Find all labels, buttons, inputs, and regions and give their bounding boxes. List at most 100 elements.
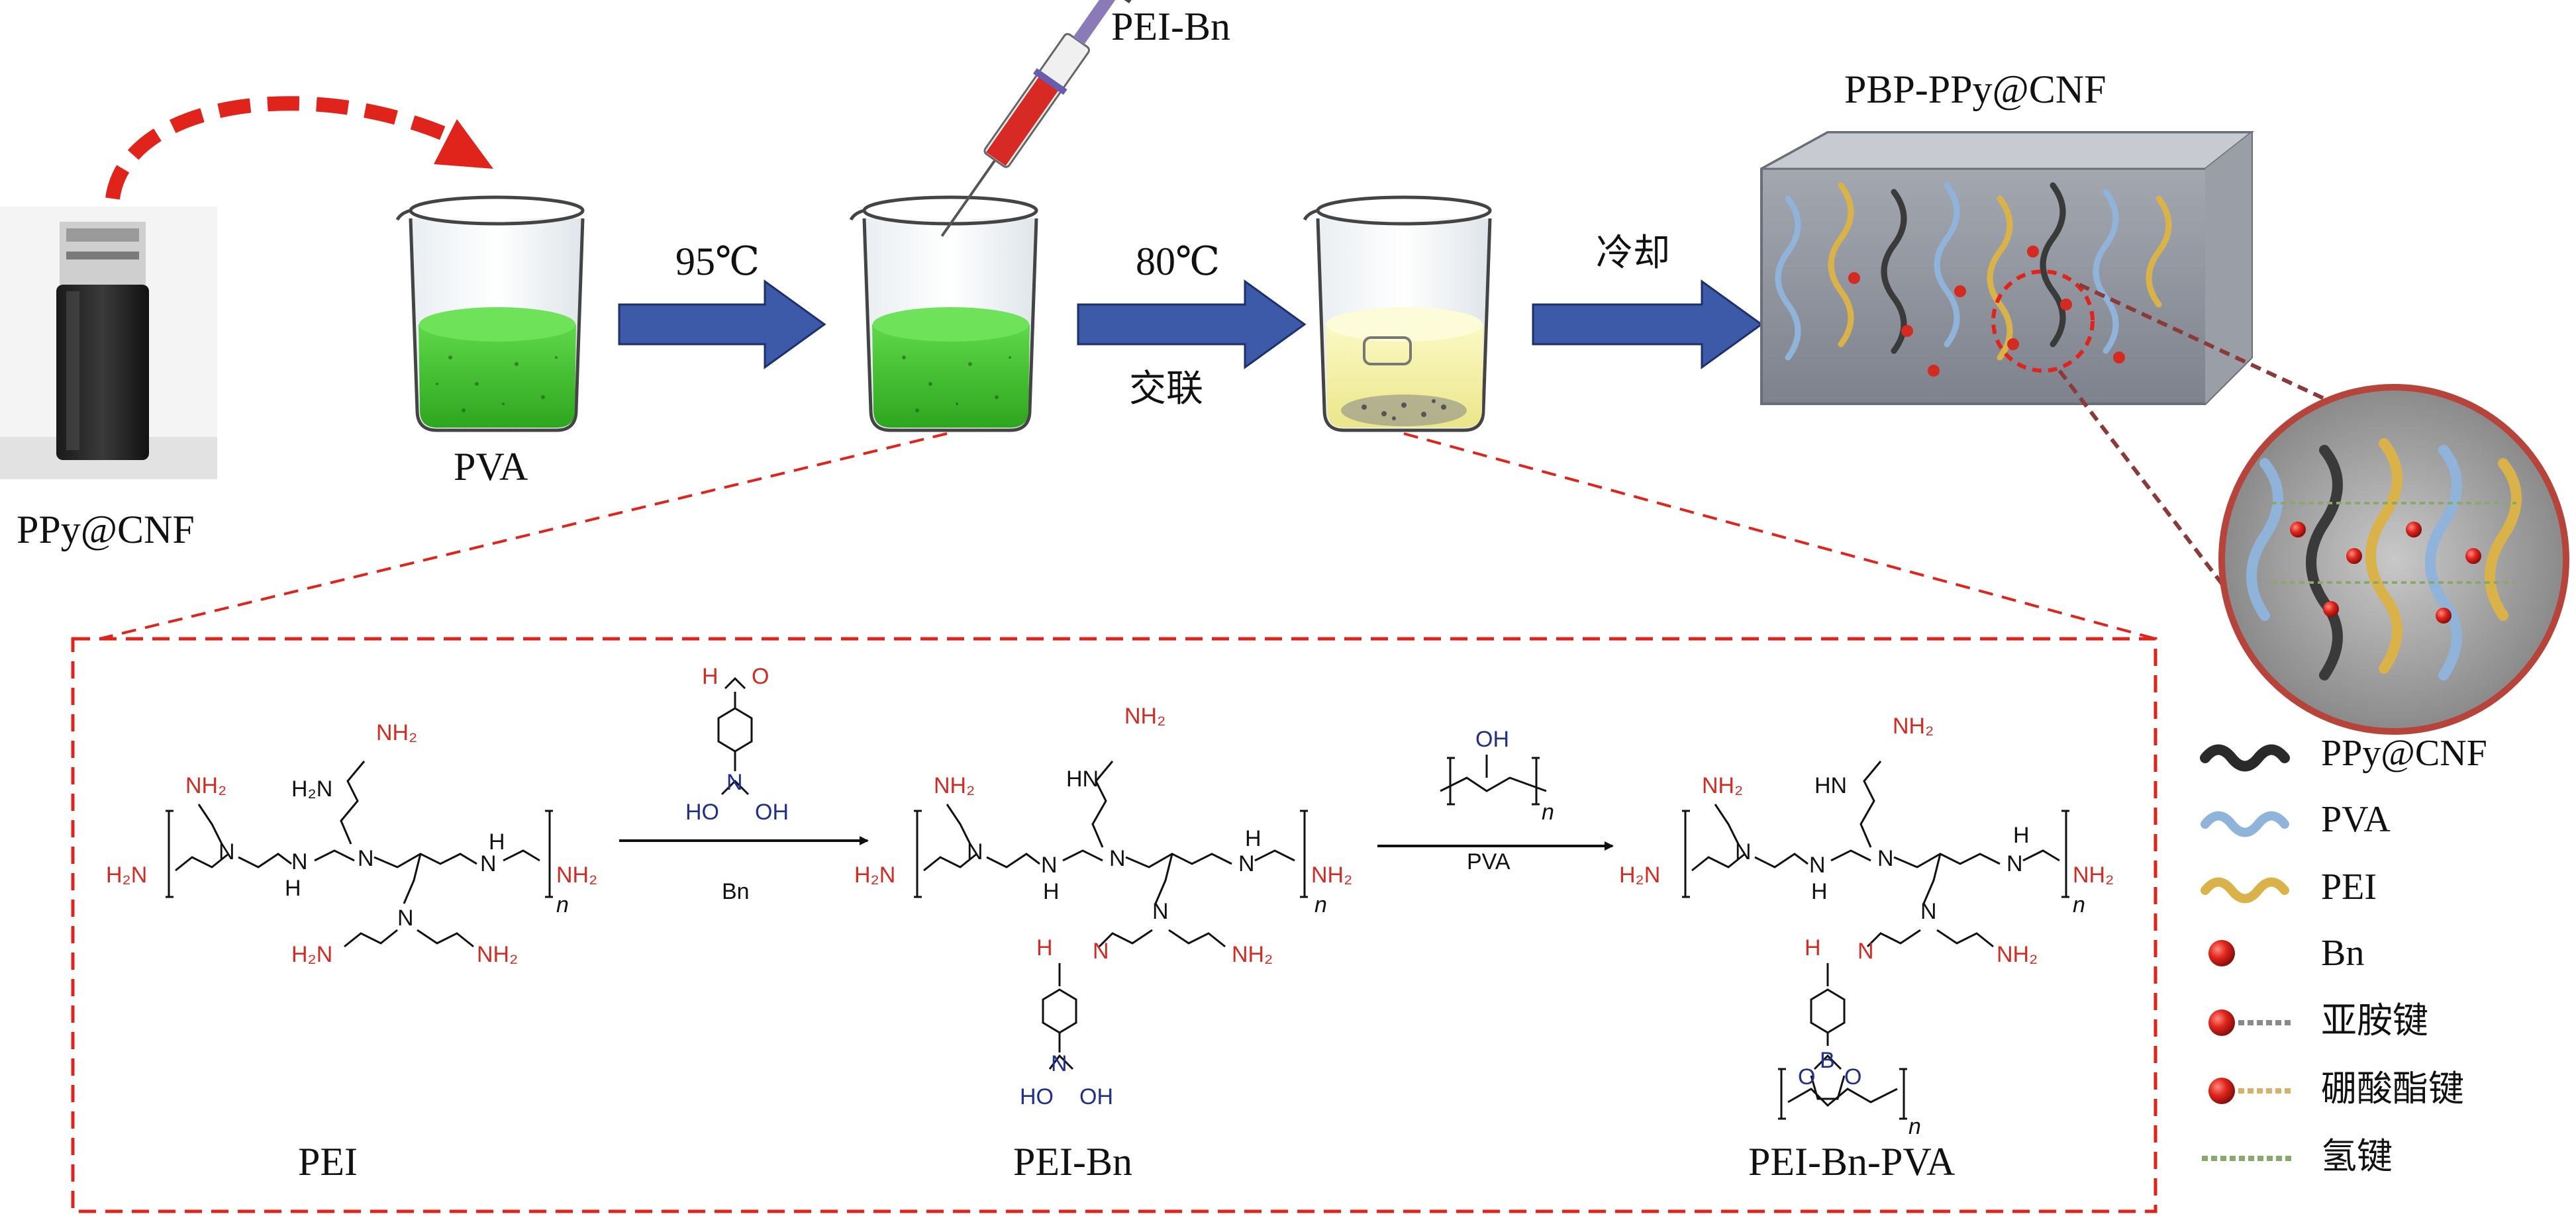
beaker-mix: [849, 195, 1038, 432]
peibn-ho: HO: [1020, 1084, 1054, 1109]
pbp-hn: HN: [1814, 773, 1848, 798]
pbp-n-1: N: [1735, 839, 1752, 865]
bn-ho: HO: [685, 800, 719, 825]
temp-95-label: 95℃: [675, 240, 760, 283]
legend-bn: Bn: [2321, 933, 2365, 974]
pbp-subscript-n: n: [2073, 892, 2085, 917]
bn-oh: OH: [755, 800, 789, 825]
syringe-label: PEI-Bn: [1111, 5, 1230, 48]
zoom-line-bottom: [2057, 369, 2273, 650]
pei-subscript-n: n: [556, 892, 569, 917]
peibn-n-1: N: [967, 839, 983, 865]
pei-n-4: N: [480, 851, 497, 876]
pbp-nh2-top: NH₂: [1893, 714, 1934, 739]
pei-name: PEI: [298, 1140, 358, 1184]
pei-n-2: N: [291, 849, 308, 874]
pbp-b: B: [1820, 1048, 1835, 1073]
pei-structure: [166, 761, 553, 948]
arrow1-label: Bn: [722, 879, 750, 904]
transfer-arrow-head: [434, 119, 493, 169]
pbp-imine-h: H: [1805, 935, 1821, 960]
pei-h-2: H: [285, 876, 301, 901]
legend-imine-bond: 亚胺键: [2321, 1000, 2428, 1041]
legend-boronate-bond: 硼酸酯键: [2321, 1068, 2464, 1109]
pbp-nh2-right: NH₂: [2073, 863, 2114, 888]
pei-h-4: H: [489, 829, 505, 855]
peibn-nh2-top-left: NH₂: [934, 773, 975, 798]
pbp-h-2: H: [1811, 879, 1828, 904]
pei-bn-pva-structure: [1682, 761, 2069, 1120]
peibn-imine-h: H: [1036, 935, 1053, 960]
temp-80-label: 80℃: [1136, 240, 1220, 283]
pbp-o-left: O: [1798, 1064, 1816, 1090]
peibn-h2n-left: H₂N: [854, 863, 896, 888]
pbp-h-4: H: [2013, 823, 2030, 848]
pei-h2n-left: H₂N: [106, 863, 148, 888]
process-arrow-1: [618, 279, 826, 369]
peibn-oh: OH: [1079, 1084, 1113, 1109]
peibn-n-2: N: [1041, 853, 1058, 878]
peibn-n-3: N: [1109, 846, 1126, 871]
pei-h2n-mid: H₂N: [291, 776, 333, 802]
pei-bn-name: PEI-Bn: [1013, 1140, 1132, 1184]
pbp-n-3: N: [1877, 846, 1894, 871]
peibn-n-5: N: [1152, 899, 1169, 924]
peibn-imine-n: N: [1093, 939, 1109, 964]
legend-hydrogen-bond: 氢键: [2321, 1135, 2393, 1177]
pva-oh: OH: [1475, 727, 1509, 752]
peibn-nh2-bottom: NH₂: [1232, 942, 1273, 967]
pva-subscript-n: n: [1542, 800, 1554, 825]
pei-nh2-top-left: NH₂: [185, 773, 227, 798]
peibn-n-4: N: [1238, 851, 1255, 876]
beaker-pva: [395, 195, 585, 432]
beaker-crosslinked: [1303, 195, 1492, 432]
legend-ppy-cnf: PPy@CNF: [2321, 733, 2487, 774]
pbp-nh2-bottom: NH₂: [1997, 942, 2038, 967]
pei-bn-structure: [914, 761, 1308, 1070]
process-arrow-3: [1532, 279, 1763, 369]
pei-nh2-bottom: NH₂: [477, 942, 519, 967]
bn-n: N: [726, 770, 743, 795]
pbp-h2n-left: H₂N: [1619, 863, 1661, 888]
pbp-nh2-top-left: NH₂: [1702, 773, 1744, 798]
legend-pva: PVA: [2321, 799, 2391, 840]
bn-o: O: [752, 664, 769, 689]
peibn-nh2-right: NH₂: [1311, 863, 1353, 888]
arrow2-label: PVA: [1467, 849, 1511, 874]
peibn-nh2-top: NH₂: [1124, 704, 1166, 729]
pbp-n-5: N: [1920, 899, 1937, 924]
zoom-circle: [2218, 384, 2569, 735]
scheme-box: [71, 637, 2157, 1213]
pei-n-1: N: [219, 839, 235, 865]
crosslink-label: 交联: [1129, 367, 1203, 410]
pei-nh2-right: NH₂: [556, 863, 598, 888]
pei-bn-pva-name: PEI-Bn-PVA: [1748, 1140, 1956, 1184]
legend-pei: PEI: [2321, 866, 2377, 908]
guide-line-left: [99, 432, 948, 640]
guide-line-right: [1403, 432, 2156, 640]
pei-h2n-bottom: H₂N: [291, 942, 333, 967]
pei-nh2-top: NH₂: [376, 720, 418, 745]
peibn-hn: HN: [1066, 767, 1099, 792]
bn-reagent-structure: [717, 677, 753, 796]
bn-h: H: [702, 664, 718, 689]
peibn-h-4: H: [1245, 826, 1262, 851]
peibn-subscript-n: n: [1314, 892, 1327, 917]
vial-photo: [0, 207, 217, 479]
legend-symbols: [2200, 744, 2291, 1161]
process-arrow-2: [1077, 279, 1307, 369]
transfer-arrow: [105, 96, 467, 200]
pbp-n-2: N: [1809, 853, 1826, 878]
pbp-subscript-n2: n: [1908, 1114, 1921, 1139]
peibn-h-2: H: [1043, 879, 1060, 904]
peibn-b-n: N: [1051, 1051, 1067, 1076]
hydrogel-box: [1760, 131, 2255, 405]
pei-n-5: N: [397, 906, 414, 931]
syringe: [940, 0, 1135, 237]
product-label: PBP-PPy@CNF: [1844, 68, 2106, 111]
pbp-imine-n: N: [1858, 939, 1874, 964]
pei-n-3: N: [358, 846, 374, 871]
pbp-o-right: O: [1844, 1064, 1862, 1090]
